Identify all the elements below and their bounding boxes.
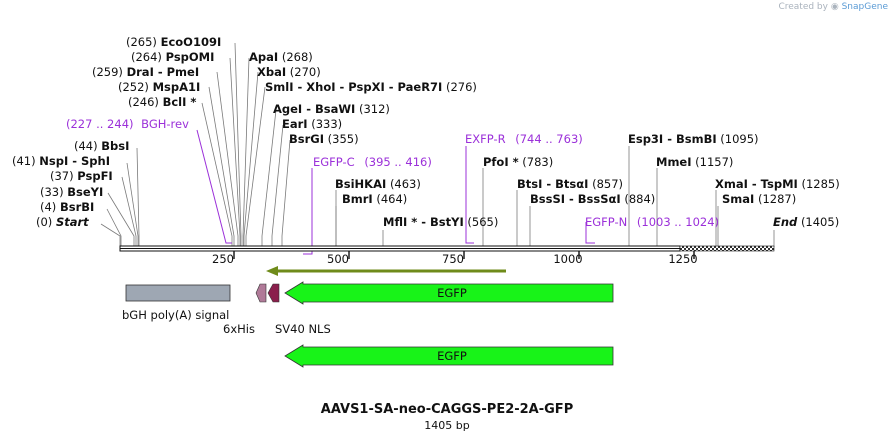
enzyme-label-mfli-bstyi: MflI * - BstYI (565) [383,215,498,229]
enzyme-label-xbai: XbaI (270) [257,65,321,79]
enzyme-label-drai-pmei: (259) DraI - PmeI [92,65,199,79]
enzyme-label-xmai-tspmi: XmaI - TspMI (1285) [715,177,840,191]
ruler-750: 750 [442,252,464,266]
enzyme-label-bcli: (246) BclI * [128,95,196,109]
snapgene-credit: Created by ◉ SnapGene [778,2,888,12]
egfp-label: EGFP [437,286,467,300]
enzyme-label-pspfi: (37) PspFI [50,169,113,183]
his-label: 6xHis [223,322,255,336]
enzyme-label-bsrgi: BsrGI (355) [289,132,359,146]
ruler-ticks [233,251,695,259]
credit-brand: SnapGene [841,2,888,12]
enzyme-connectors [100,42,775,247]
ruler-250: 250 [212,252,234,266]
enzyme-label-pspomi: (264) PspOMI [131,50,214,64]
enzyme-label-btsi: BtsI - BtsαI (857) [517,177,623,191]
enzyme-label-ecoo109i: (265) EcoO109I [126,35,221,49]
enzyme-label-end: End (1405) [773,215,839,229]
enzyme-label-apai: ApaI (268) [249,50,313,64]
bgh-polya-feature [125,284,231,302]
map-title: AAVS1-SA-neo-CAGGS-PE2-2A-GFP [320,402,574,417]
enzyme-label-mmei: MmeI (1157) [656,155,733,169]
his-tag-feature [255,283,267,303]
enzyme-label-agei-bsawi: AgeI - BsaWI (312) [273,102,390,116]
enzyme-label-bbsi: (44) BbsI [74,139,129,153]
ruler-1000: 1000 [553,252,582,266]
primer-label-egfp-n: EGFP-N (1003 .. 1024) [585,215,719,229]
enzyme-label-bmri: BmrI (464) [342,192,407,206]
enzyme-label-pfoi: PfoI * (783) [483,155,553,169]
orf-arrow [266,266,506,276]
enzyme-label-bsssi: BssSI - BssSαI (884) [530,192,655,206]
primer-leaders [196,129,595,255]
enzyme-label-bsrbi: (4) BsrBI [40,200,94,214]
enzyme-label-smli-group: SmlI - XhoI - PspXI - PaeR7I (276) [265,80,477,94]
primer-label-bgh-rev: (227 .. 244) BGH-rev [66,117,189,131]
snapgene-logo-icon: ◉ [830,2,839,12]
egfp-feature-2 [284,344,614,368]
egfp-label-2: EGFP [437,349,467,363]
enzyme-label-smai: SmaI (1287) [722,192,796,206]
ruler-1250: 1250 [668,252,697,266]
primer-label-exfp-r: EXFP-R (744 .. 763) [465,132,583,146]
enzyme-label-bseyi: (33) BseYI [40,185,103,199]
enzyme-label-nspi-sphi: (41) NspI - SphI [12,154,110,168]
nls-label: SV40 NLS [275,322,331,336]
enzyme-label-mspa1i: (252) MspA1I [118,80,200,94]
bgh-label: bGH poly(A) signal [122,308,229,322]
enzyme-label-start: (0) Start [36,215,89,229]
enzyme-label-esp3i-bsmbi: Esp3I - BsmBI (1095) [628,132,759,146]
enzyme-label-bsihkai: BsiHKAI (463) [335,177,421,191]
backbone [119,245,775,252]
sv40-nls-feature [267,283,280,303]
credit-prefix: Created by [778,2,828,12]
primer-label-egfp-c: EGFP-C (395 .. 416) [313,155,432,169]
map-length: 1405 bp [424,419,470,432]
ruler-500: 500 [327,252,349,266]
enzyme-label-eari: EarI (333) [282,117,342,131]
egfp-feature [284,281,614,305]
